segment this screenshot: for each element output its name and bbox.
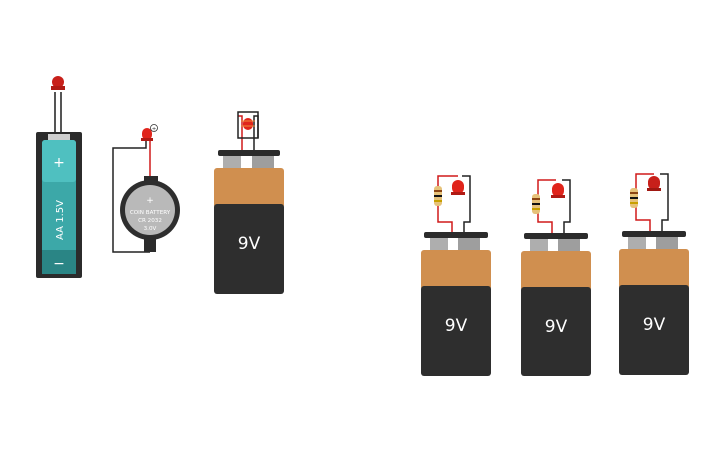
led-icon[interactable]: +: [141, 124, 158, 142]
nine-volt-battery-2[interactable]: 9V: [421, 175, 491, 376]
aa-battery-label: AA 1.5V: [55, 200, 66, 240]
led-polarity-badge: +: [152, 127, 157, 133]
resistor-icon: [532, 194, 540, 214]
nine-volt-label: 9V: [238, 234, 261, 254]
led-icon[interactable]: [51, 76, 65, 132]
nine-volt-battery-1[interactable]: 9V: [214, 111, 284, 294]
resistor-icon: [630, 188, 638, 208]
led-icon[interactable]: [647, 176, 661, 191]
nine-volt-battery-3[interactable]: 9V: [521, 179, 591, 376]
aa-battery-assembly[interactable]: + − AA 1.5V: [36, 76, 82, 278]
coin-battery-assembly[interactable]: + + COIN BATTERY CR 2032 3.0V: [112, 124, 180, 253]
resistor-icon: [434, 186, 442, 206]
nine-volt-label: 9V: [545, 317, 568, 337]
led-icon[interactable]: [451, 180, 465, 195]
led-icon[interactable]: [551, 183, 565, 198]
nine-volt-battery-4[interactable]: 9V: [619, 173, 689, 375]
coin-battery-line3: 3.0V: [144, 226, 157, 232]
nine-volt-label: 9V: [445, 316, 468, 336]
nine-volt-label: 9V: [643, 315, 666, 335]
aa-plus-sign: +: [53, 155, 65, 171]
led-icon[interactable]: [241, 118, 255, 130]
aa-minus-sign: −: [53, 256, 65, 272]
coin-battery-line2: CR 2032: [138, 218, 162, 224]
coin-plus-sign: +: [146, 196, 154, 206]
coin-battery-cell: [125, 185, 175, 235]
coin-battery-line1: COIN BATTERY: [130, 210, 171, 216]
